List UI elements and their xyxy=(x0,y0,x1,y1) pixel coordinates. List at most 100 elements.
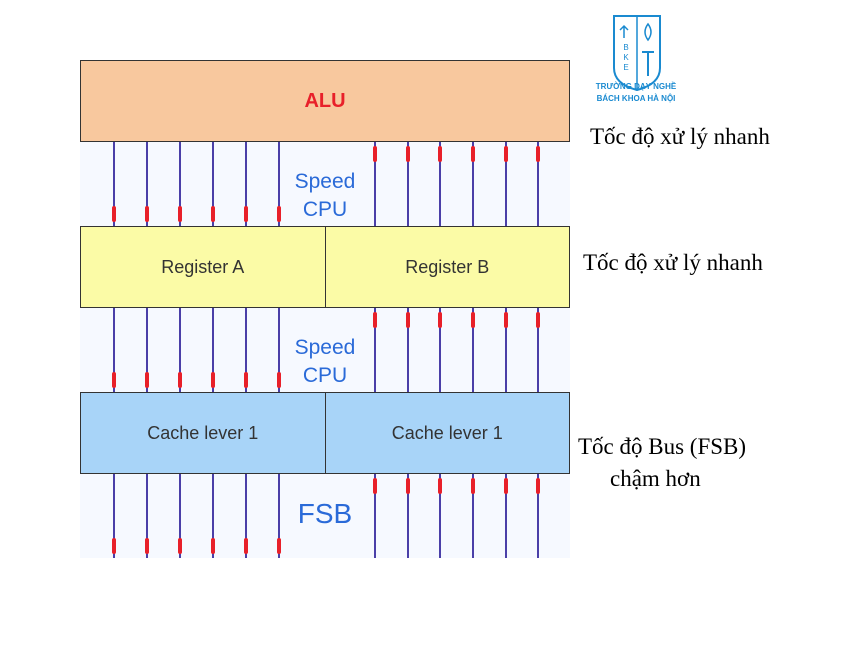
bus-wire-up xyxy=(537,474,539,558)
bus-wire-up xyxy=(407,142,409,226)
bus-lower-label-line1: Speed xyxy=(294,336,356,359)
cache-speed-note-line1: Tốc độ Bus (FSB) xyxy=(578,434,747,459)
wire-tip-down xyxy=(211,206,215,222)
wire-tip-down xyxy=(112,206,116,222)
wire-tip-up xyxy=(438,146,442,162)
bus-wire-down xyxy=(113,308,115,392)
wire-tip-down xyxy=(178,206,182,222)
bus-wire-up xyxy=(407,474,409,558)
wire-tip-up xyxy=(536,478,540,494)
bus-wire-down xyxy=(179,308,181,392)
logo-caption-line2: BÁCH KHOA HÀ NỘI xyxy=(596,94,676,103)
wire-tip-up xyxy=(471,478,475,494)
wire-tip-down xyxy=(277,372,281,388)
bus-wire-down xyxy=(212,474,214,558)
logo-caption-line1: TRƯỜNG DẠY NGHỀ xyxy=(595,82,677,91)
wire-tip-up xyxy=(373,478,377,494)
wire-tip-down xyxy=(178,372,182,388)
bus-wire-up xyxy=(374,142,376,226)
alu-block: ALU xyxy=(80,60,570,142)
register-a-block: Register A xyxy=(81,227,325,307)
wire-tip-up xyxy=(504,312,508,328)
cache-right-label: Cache lever 1 xyxy=(391,422,503,443)
bus-lower-label-line2: CPU xyxy=(302,364,348,387)
bus-wire-down xyxy=(245,142,247,226)
bus-upper-label-line2: CPU xyxy=(302,198,348,221)
alu-label: ALU xyxy=(304,89,346,112)
bus-wire-down xyxy=(212,142,214,226)
wire-tip-down xyxy=(112,372,116,388)
bus-lower-label: Speed CPU xyxy=(285,334,365,390)
bus-wire-up xyxy=(439,308,441,392)
bus-wire-up xyxy=(407,308,409,392)
register-a-label: Register A xyxy=(161,256,245,277)
bus-wire-up xyxy=(374,474,376,558)
wire-tip-down xyxy=(277,206,281,222)
bus-wire-down xyxy=(179,474,181,558)
memory-hierarchy-diagram: ALU Speed CPU Register A Register B Spee… xyxy=(80,60,570,560)
cache-left-label: Cache lever 1 xyxy=(147,422,259,443)
wire-tip-down xyxy=(244,538,248,554)
bus-wire-down xyxy=(245,308,247,392)
wire-tip-up xyxy=(504,478,508,494)
wire-tip-up xyxy=(438,478,442,494)
bus-wire-up xyxy=(439,474,441,558)
wire-tip-up xyxy=(504,146,508,162)
wire-tip-up xyxy=(536,146,540,162)
bus-fsb-label: FSB xyxy=(297,498,353,529)
wire-tip-up xyxy=(471,146,475,162)
logo-mark-letter-e: E xyxy=(623,63,628,72)
wire-tip-down xyxy=(145,206,149,222)
wire-tip-down xyxy=(244,206,248,222)
bus-wire-down xyxy=(245,474,247,558)
bus-wire-up xyxy=(439,142,441,226)
logo-mark-letter-b: B xyxy=(623,43,628,52)
wire-tip-down xyxy=(277,538,281,554)
register-b-label: Register B xyxy=(405,256,490,277)
register-b-block: Register B xyxy=(324,227,570,307)
bus-wire-down xyxy=(278,308,280,392)
bus-wire-down xyxy=(113,474,115,558)
wire-tip-down xyxy=(145,372,149,388)
bus-wire-down xyxy=(278,474,280,558)
wire-tip-down xyxy=(211,372,215,388)
cache-left-block: Cache lever 1 xyxy=(81,393,325,473)
register-speed-note: Tốc độ xử lý nhanh xyxy=(583,250,763,275)
register-row: Register A Register B xyxy=(80,226,570,308)
bus-wire-up xyxy=(374,308,376,392)
bus-wire-up xyxy=(537,308,539,392)
cache-right-block: Cache lever 1 xyxy=(324,393,570,473)
wire-tip-up xyxy=(438,312,442,328)
wire-tip-up xyxy=(406,478,410,494)
bus-wire-up xyxy=(472,474,474,558)
wire-tip-up xyxy=(373,312,377,328)
bus-wire-down xyxy=(113,142,115,226)
wire-tip-down xyxy=(244,372,248,388)
logo-mark-letter-k: K xyxy=(623,53,629,62)
wire-tip-down xyxy=(112,538,116,554)
wire-tip-up xyxy=(406,146,410,162)
alu-speed-note: Tốc độ xử lý nhanh xyxy=(590,124,770,149)
wire-tip-up xyxy=(373,146,377,162)
wire-tip-down xyxy=(145,538,149,554)
bus-wire-up xyxy=(505,142,507,226)
bus-wire-up xyxy=(472,308,474,392)
bus-fsb: FSB xyxy=(80,474,570,558)
bus-wire-down xyxy=(146,142,148,226)
wire-tip-up xyxy=(536,312,540,328)
bus-wire-up xyxy=(505,474,507,558)
bus-wire-up xyxy=(505,308,507,392)
bus-wire-down xyxy=(212,308,214,392)
bus-speed-cpu-upper: Speed CPU xyxy=(80,142,570,226)
wire-tip-up xyxy=(471,312,475,328)
bus-wire-down xyxy=(278,142,280,226)
wire-tip-down xyxy=(211,538,215,554)
wire-tip-up xyxy=(406,312,410,328)
bus-upper-label-line1: Speed xyxy=(294,170,356,193)
wire-tip-down xyxy=(178,538,182,554)
bus-upper-label: Speed CPU xyxy=(285,168,365,224)
bus-wire-down xyxy=(146,474,148,558)
cache-row: Cache lever 1 Cache lever 1 xyxy=(80,392,570,474)
bus-wire-up xyxy=(472,142,474,226)
bus-wire-down xyxy=(146,308,148,392)
